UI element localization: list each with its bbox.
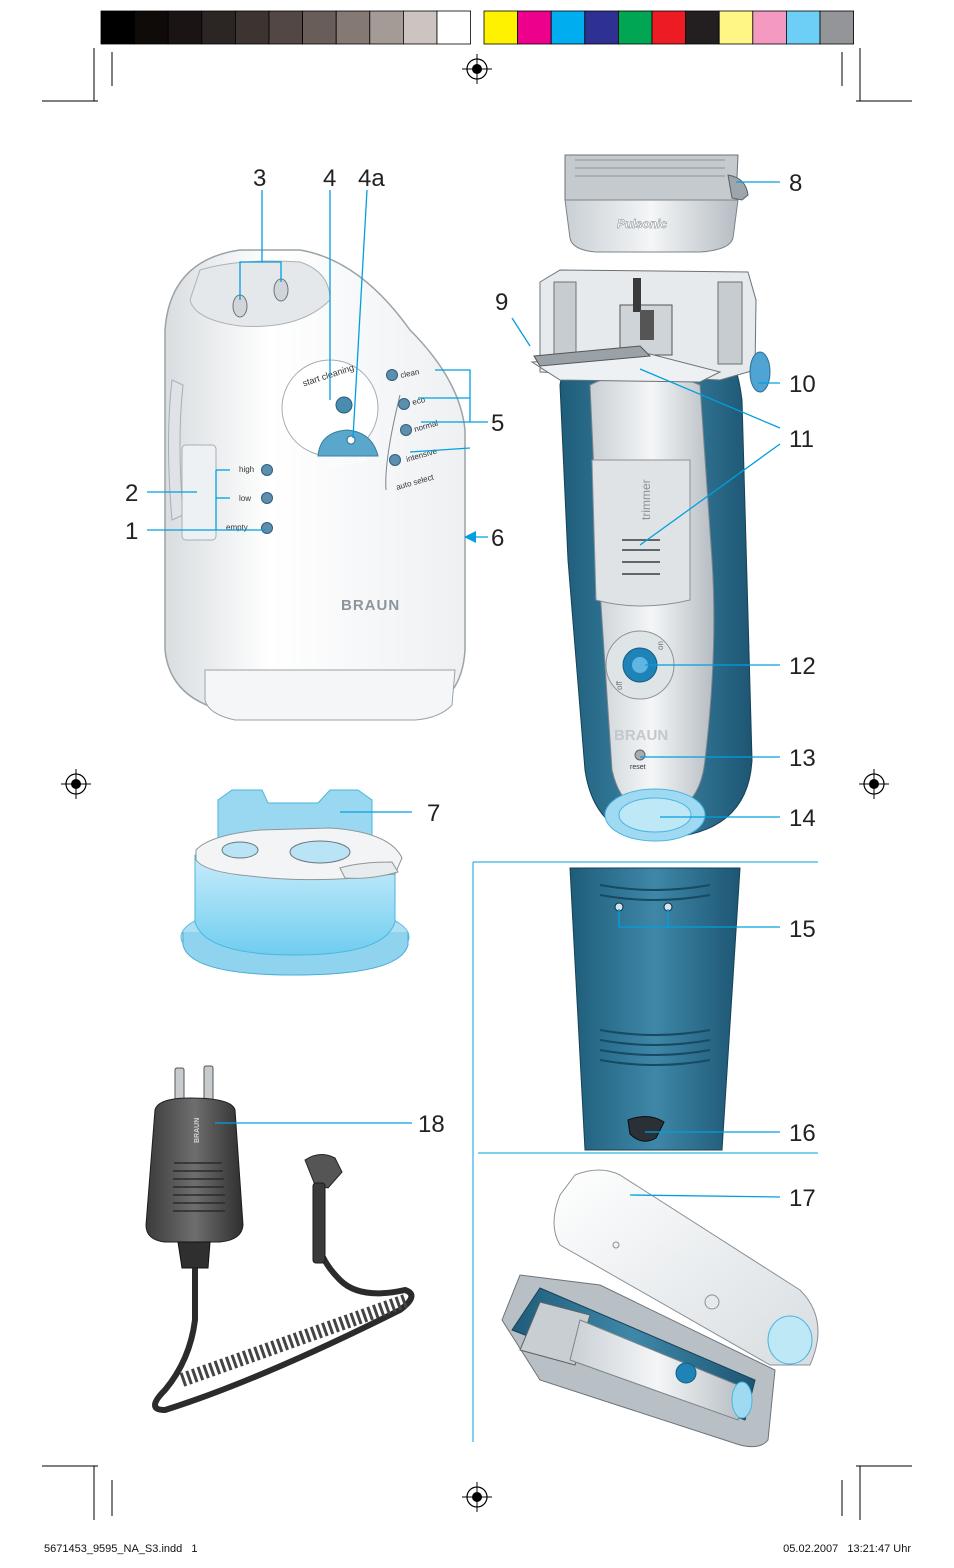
shaver: trimmer on off BRAUN reset bbox=[530, 269, 771, 842]
process-swatch bbox=[786, 10, 821, 45]
program-label-eco: eco bbox=[411, 395, 426, 407]
process-swatch bbox=[651, 10, 686, 45]
travel-case-lid bbox=[553, 1169, 819, 1366]
callout-6: 6 bbox=[491, 525, 504, 552]
callout-10: 10 bbox=[789, 371, 816, 398]
program-label-clean: clean bbox=[400, 367, 421, 380]
gray-swatch bbox=[268, 10, 303, 45]
process-swatch bbox=[618, 10, 653, 45]
footer-filename: 5671453_9595_NA_S3.indd 1 bbox=[44, 1543, 198, 1555]
cleaning-station: start cleaning fast clean clean eco norm… bbox=[164, 249, 466, 721]
registration-mark-left bbox=[61, 769, 91, 799]
switch-off-label: off bbox=[615, 680, 624, 690]
level-light-low bbox=[261, 492, 273, 504]
program-light-normal bbox=[400, 424, 412, 436]
cassette-label: Pulsonic bbox=[617, 217, 667, 231]
reset-button[interactable] bbox=[634, 749, 646, 761]
gray-swatch bbox=[134, 10, 169, 45]
release-button[interactable] bbox=[749, 351, 771, 393]
level-label-high: high bbox=[239, 465, 254, 474]
callout-2: 2 bbox=[125, 480, 138, 507]
shaver-back bbox=[569, 867, 741, 1151]
switch-on-label: on bbox=[656, 641, 665, 650]
process-swatch bbox=[718, 10, 754, 45]
process-color-bar bbox=[483, 10, 854, 45]
start-cleaning-button[interactable] bbox=[335, 396, 353, 414]
trimmer-slide[interactable] bbox=[591, 459, 691, 607]
shaver-brand-logo: BRAUN bbox=[614, 727, 668, 744]
footer-timestamp: 05.02.2007 13:21:47 Uhr bbox=[783, 1543, 911, 1555]
leader-lines bbox=[147, 181, 781, 1198]
crop-marks bbox=[42, 48, 912, 1520]
travel-case bbox=[501, 1169, 819, 1448]
contact-pin-right bbox=[273, 278, 289, 302]
gray-swatch bbox=[369, 10, 404, 45]
callout-4a: 4a bbox=[358, 165, 385, 192]
charger-brand-logo: BRAUN bbox=[194, 1118, 201, 1143]
callout-8: 8 bbox=[789, 170, 802, 197]
process-swatch bbox=[584, 10, 619, 45]
callout-5: 5 bbox=[491, 410, 504, 437]
registration-mark-top bbox=[462, 54, 492, 84]
station-brand-logo: BRAUN bbox=[341, 597, 400, 614]
process-swatch bbox=[550, 10, 586, 45]
callouts: 3 4 4a 5 2 1 6 7 8 9 10 11 12 13 14 15 1… bbox=[125, 165, 816, 1212]
trimmer-label: trimmer bbox=[639, 479, 653, 520]
cord-socket bbox=[627, 1116, 665, 1142]
gray-swatch bbox=[302, 10, 337, 45]
cleaning-cartridge bbox=[180, 789, 410, 976]
program-light-clean bbox=[386, 369, 398, 381]
process-swatch bbox=[483, 10, 518, 45]
gray-swatch bbox=[234, 10, 270, 45]
callout-9: 9 bbox=[495, 289, 508, 316]
process-swatch bbox=[685, 10, 720, 45]
callout-16: 16 bbox=[789, 1120, 816, 1147]
callout-17: 17 bbox=[789, 1185, 816, 1212]
gray-swatch bbox=[201, 10, 236, 45]
reset-label: reset bbox=[630, 764, 646, 771]
level-light-empty bbox=[261, 522, 273, 534]
process-swatch bbox=[819, 10, 854, 45]
callout-12: 12 bbox=[789, 653, 816, 680]
callout-14: 14 bbox=[789, 805, 816, 832]
gray-swatch bbox=[100, 10, 135, 45]
level-light-high bbox=[261, 464, 273, 476]
callout-15: 15 bbox=[789, 916, 816, 943]
level-label-empty: empty bbox=[226, 523, 248, 532]
callout-11: 11 bbox=[789, 426, 814, 453]
registration-mark-bottom bbox=[462, 1482, 492, 1512]
gray-swatch bbox=[436, 10, 471, 45]
program-light-intensive bbox=[389, 454, 401, 466]
callout-18: 18 bbox=[418, 1111, 445, 1138]
level-label-low: low bbox=[239, 494, 251, 503]
callout-13: 13 bbox=[789, 745, 816, 772]
gray-swatch bbox=[335, 10, 371, 45]
callout-1: 1 bbox=[125, 518, 138, 545]
process-swatch bbox=[752, 10, 787, 45]
section-dividers bbox=[472, 861, 818, 1442]
callout-7: 7 bbox=[427, 800, 440, 827]
gray-swatch bbox=[402, 10, 438, 45]
foil-cassette: Pulsonic bbox=[564, 154, 749, 253]
arrow-6 bbox=[464, 531, 476, 543]
registration-mark-right bbox=[859, 769, 889, 799]
program-light-eco bbox=[398, 398, 410, 410]
gray-color-bar bbox=[100, 10, 471, 45]
gray-swatch bbox=[167, 10, 203, 45]
callout-3: 3 bbox=[253, 165, 266, 192]
callout-4: 4 bbox=[323, 165, 336, 192]
power-charger: BRAUN bbox=[145, 1065, 415, 1414]
process-swatch bbox=[517, 10, 552, 45]
